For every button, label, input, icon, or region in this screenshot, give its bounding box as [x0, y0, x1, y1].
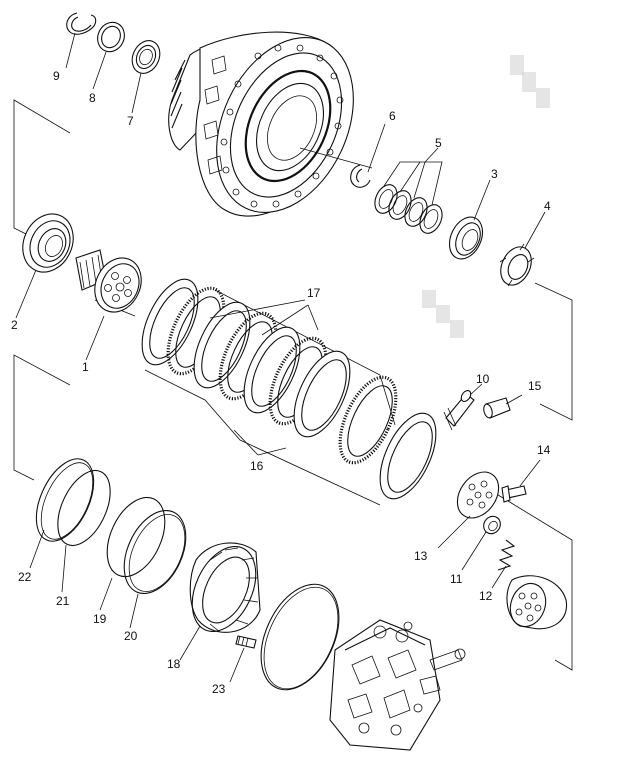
part-8-ring: [92, 21, 125, 90]
callout-8: 8: [89, 91, 96, 105]
callout-17: 17: [307, 286, 321, 300]
callout-12: 12: [479, 589, 493, 603]
callout-15: 15: [528, 379, 542, 393]
part-19-ring: [99, 496, 166, 611]
parts-16-17-plates: [141, 278, 437, 500]
part-7-seal: [131, 40, 161, 114]
cylinder-block: [506, 575, 568, 630]
watermark-smudges: [422, 55, 550, 338]
callout-20: 20: [124, 629, 138, 643]
callout-22: 22: [18, 570, 32, 584]
callout-23: 23: [212, 682, 226, 696]
part-9-snap-ring: [65, 12, 97, 69]
callout-16: 16: [250, 459, 264, 473]
callout-9: 9: [53, 69, 60, 83]
part-13-valve-plate: [437, 471, 500, 549]
callout-7: 7: [127, 114, 134, 128]
part-12-spring: [491, 539, 516, 589]
callout-3: 3: [491, 167, 498, 181]
part-5-rings: [374, 147, 443, 234]
part-11-seat: [461, 515, 501, 571]
callout-5: 5: [435, 136, 442, 150]
bracket-lines: [13, 99, 573, 671]
part-10-piston: [443, 383, 483, 431]
callout-21: 21: [56, 594, 70, 608]
part-2-bearing: [15, 213, 74, 319]
callout-4: 4: [544, 199, 551, 213]
hub-housing: [168, 31, 373, 217]
callout-6: 6: [389, 109, 396, 123]
part-6-snap-ring: [350, 123, 386, 188]
part-22-ring: [29, 458, 95, 569]
callout-14: 14: [537, 443, 551, 457]
part-23-pin: [229, 635, 257, 683]
part-15-piston: [483, 394, 523, 419]
motor-valve-body: [329, 619, 466, 751]
callout-1: 1: [82, 360, 89, 374]
part-20-ring: [123, 509, 187, 629]
callout-13: 13: [414, 549, 428, 563]
part-14-bolt: [501, 459, 541, 503]
part-1-gear: [75, 249, 142, 361]
large-o-ring: [260, 583, 340, 691]
callout-19: 19: [93, 612, 107, 626]
callout-10: 10: [476, 372, 490, 386]
part-18-brake-piston: [179, 542, 261, 661]
part-3-bearing: [448, 179, 491, 260]
callout-labels: 9 8 7 6 5 3 4 2 1 17 16 10 15 14 13 11 1…: [11, 69, 551, 696]
part-4-nut: [499, 211, 546, 287]
callout-2: 2: [11, 318, 18, 332]
part-21-ring: [57, 470, 111, 593]
callout-11: 11: [450, 572, 463, 586]
callout-18: 18: [167, 657, 181, 671]
